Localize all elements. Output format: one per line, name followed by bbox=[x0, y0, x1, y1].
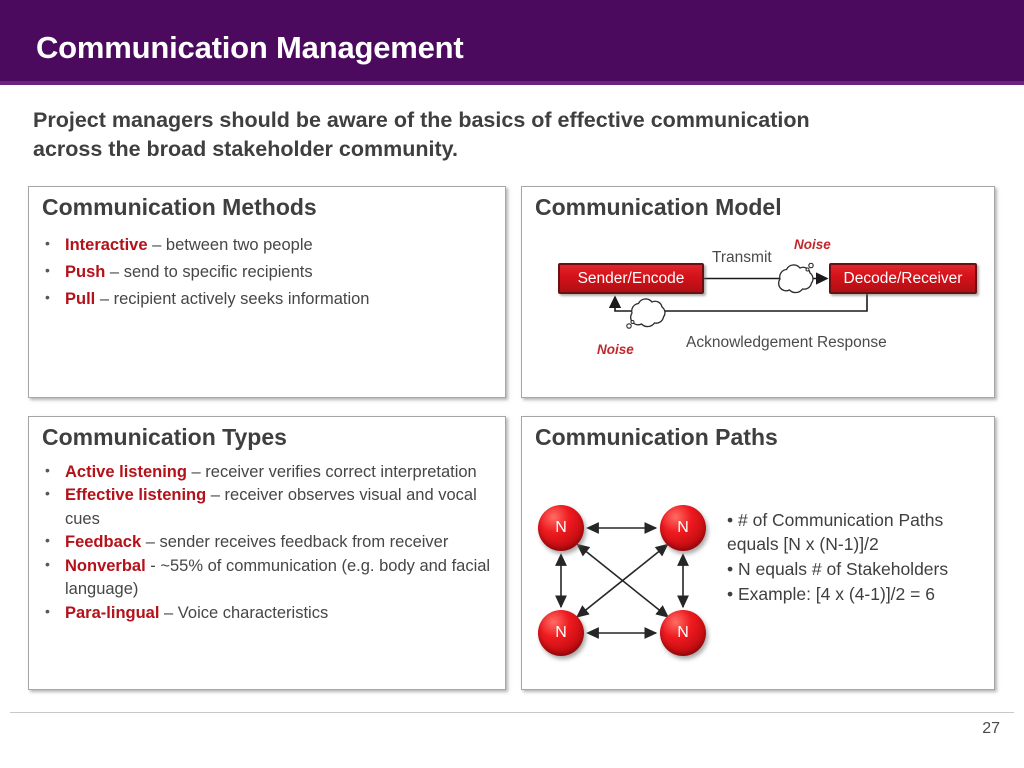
panel-communication-model: Communication Model bbox=[521, 186, 995, 398]
methods-term: Pull bbox=[65, 290, 96, 309]
panel-communication-methods: Communication Methods Interactive – betw… bbox=[28, 186, 506, 398]
stakeholder-node: N bbox=[660, 610, 706, 656]
paths-bullet: • N equals # of Stakeholders bbox=[727, 558, 949, 579]
noise-cloud-top bbox=[778, 262, 814, 294]
stakeholder-node: N bbox=[660, 505, 706, 551]
panel-title-types: Communication Types bbox=[42, 424, 287, 450]
sender-encode-box: Sender/Encode bbox=[558, 263, 704, 294]
decode-receiver-box: Decode/Receiver bbox=[829, 263, 977, 294]
types-term: Nonverbal bbox=[65, 556, 146, 575]
types-list: Active listening – receiver verifies cor… bbox=[41, 461, 493, 625]
communication-model-diagram: Sender/Encode Decode/Receiver Transmit A… bbox=[522, 187, 996, 399]
paths-bullet: • Example: [4 x (4-1)]/2 = 6 bbox=[727, 583, 935, 604]
list-item: Pull – recipient actively seeks informat… bbox=[41, 287, 493, 311]
stakeholder-node: N bbox=[538, 610, 584, 656]
noise-label-bottom: Noise bbox=[597, 342, 634, 357]
panel-communication-types: Communication Types Active listening – r… bbox=[28, 416, 506, 690]
types-term: Feedback bbox=[65, 533, 142, 552]
model-connector-lines bbox=[608, 262, 868, 329]
list-item: Interactive – between two people bbox=[41, 233, 493, 257]
types-desc: – sender receives feedback from receiver bbox=[141, 533, 449, 552]
acknowledgement-response-label: Acknowledgement Response bbox=[686, 334, 887, 351]
list-item: Active listening – receiver verifies cor… bbox=[41, 461, 493, 484]
list-item: Effective listening – receiver observes … bbox=[41, 484, 493, 531]
list-item: Nonverbal - ~55% of communication (e.g. … bbox=[41, 555, 493, 602]
methods-desc: – recipient actively seeks information bbox=[95, 290, 370, 309]
stakeholder-node: N bbox=[538, 505, 584, 551]
header-underline bbox=[0, 81, 1024, 85]
panel-communication-paths: Communication Paths bbox=[521, 416, 995, 690]
list-item: Push – send to specific recipients bbox=[41, 260, 493, 284]
methods-term: Interactive bbox=[65, 236, 148, 254]
types-term: Effective listening bbox=[65, 486, 207, 505]
page-number: 27 bbox=[982, 720, 1000, 737]
types-desc: – receiver verifies correct interpretati… bbox=[186, 463, 477, 481]
header-bar bbox=[0, 0, 1024, 81]
panel-title-paths: Communication Paths bbox=[535, 424, 778, 450]
communication-paths-diagram: N N N N • # of Communication Paths equal… bbox=[522, 417, 996, 691]
list-item: Para-lingual – Voice characteristics bbox=[41, 602, 493, 625]
footer-divider bbox=[10, 712, 1014, 713]
types-term: Para-lingual bbox=[65, 603, 160, 622]
panel-title-methods: Communication Methods bbox=[42, 194, 317, 220]
noise-label-top: Noise bbox=[794, 237, 831, 252]
types-term: Active listening bbox=[65, 463, 187, 481]
page-title: Communication Management bbox=[36, 30, 464, 65]
subtitle-text: Project managers should be aware of the … bbox=[33, 108, 810, 161]
paths-bullet: • # of Communication Paths equals [N x (… bbox=[727, 510, 944, 554]
list-item: Feedback – sender receives feedback from… bbox=[41, 531, 493, 554]
methods-desc: – send to specific recipients bbox=[105, 263, 313, 282]
paths-bullet-text: • # of Communication Paths equals [N x (… bbox=[727, 509, 989, 608]
methods-list: Interactive – between two people Push – … bbox=[41, 233, 493, 314]
methods-desc: – between two people bbox=[147, 236, 313, 254]
methods-term: Push bbox=[65, 263, 106, 282]
paths-connector-lines bbox=[555, 522, 689, 639]
types-desc: – Voice characteristics bbox=[159, 603, 329, 622]
types-desc: - ~55% of communication (e.g. body and f… bbox=[65, 556, 491, 599]
transmit-label: Transmit bbox=[712, 249, 772, 266]
noise-cloud-bottom bbox=[626, 298, 666, 329]
types-desc: – receiver observes visual and vocal cue… bbox=[65, 486, 477, 528]
panel-title-model: Communication Model bbox=[535, 194, 782, 220]
